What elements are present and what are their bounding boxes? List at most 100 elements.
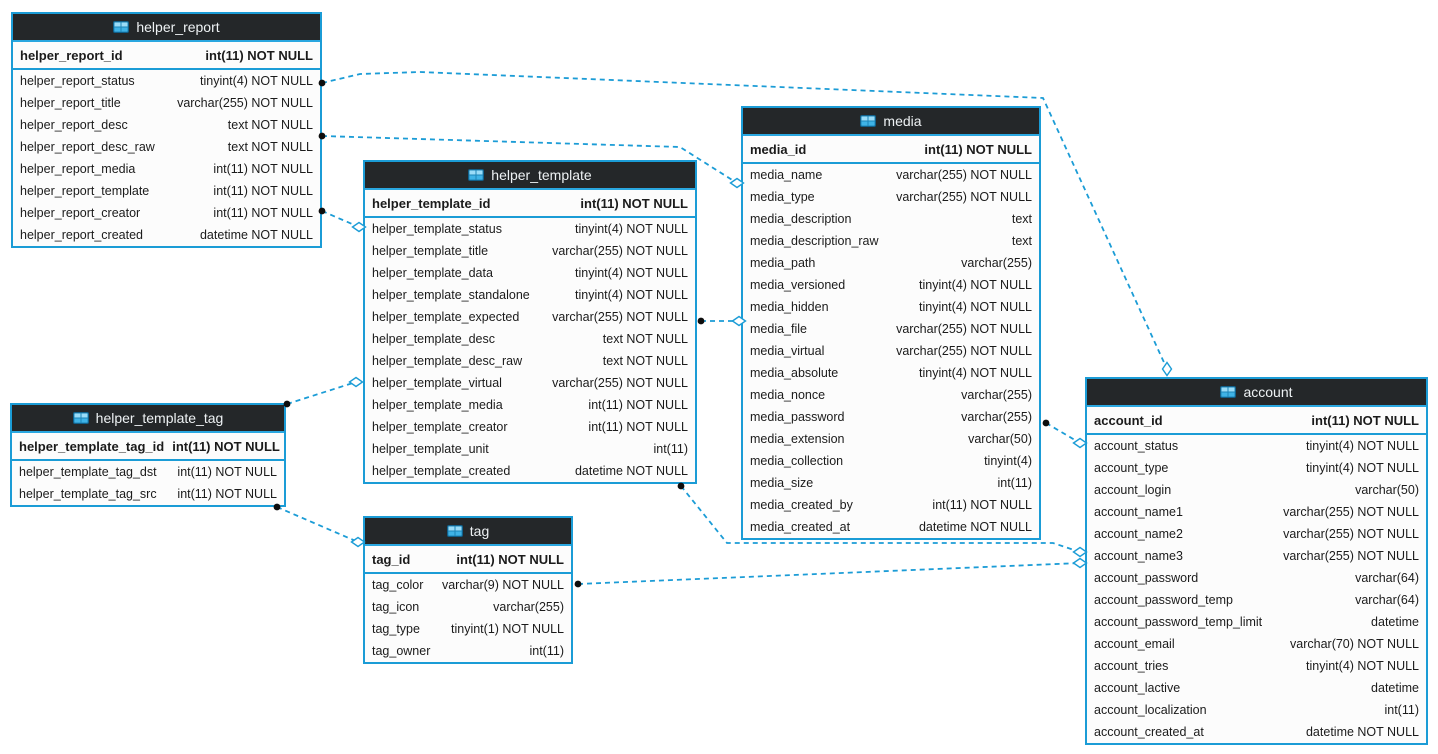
relationship-media-to-account[interactable] [1042, 419, 1088, 449]
column-name: helper_template_id [372, 195, 491, 211]
relationship-helper_template-to-media[interactable] [697, 315, 747, 327]
relationship-dot-endpoint [574, 580, 582, 588]
column-name: helper_template_status [372, 222, 502, 236]
column-type: varchar(255) [961, 256, 1032, 270]
table-title: helper_report [136, 19, 220, 35]
column-type: int(11) NOT NULL [580, 195, 688, 211]
column-name: tag_type [372, 622, 420, 636]
relationship-tag-to-account[interactable] [574, 557, 1088, 588]
column-type: tinyint(4) NOT NULL [575, 288, 688, 302]
relationship-dot-endpoint [697, 317, 705, 325]
column-name: media_name [750, 168, 823, 182]
column-type: datetime [1371, 615, 1419, 629]
table-grid-icon [72, 412, 89, 424]
column-type: int(11) NOT NULL [924, 141, 1032, 157]
table-header-account[interactable]: account [1087, 379, 1426, 407]
column-name: media_size [750, 476, 814, 490]
column-type: tinyint(4) [984, 454, 1032, 468]
column-type: varchar(255) [493, 600, 564, 614]
column-type: int(11) NOT NULL [172, 438, 280, 454]
column-name: media_path [750, 256, 816, 270]
table-header-media[interactable]: media [743, 108, 1039, 136]
column-type: tinyint(4) NOT NULL [919, 300, 1032, 314]
column-name: media_created_at [750, 520, 851, 534]
column-type: datetime NOT NULL [574, 464, 688, 478]
column-row-helper_template_tag_src: helper_template_tag_src int(11) NOT NULL [12, 483, 284, 505]
column-type: int(11) NOT NULL [177, 487, 277, 501]
column-name: account_name1 [1094, 505, 1183, 519]
column-name: helper_template_unit [372, 442, 489, 456]
column-type: datetime [1371, 681, 1419, 695]
column-type: varchar(255) NOT NULL [1283, 549, 1419, 563]
column-name: media_virtual [750, 344, 825, 358]
column-name: account_created_at [1094, 725, 1204, 739]
relationship-helper_template_tag-to-helper_template[interactable] [283, 376, 364, 408]
relationship-helper_report-to-helper_template[interactable] [318, 207, 367, 233]
column-type: varchar(255) NOT NULL [552, 376, 688, 390]
column-type: int(11) NOT NULL [213, 162, 313, 176]
table-header-helper_report[interactable]: helper_report [13, 14, 320, 42]
table-title: helper_template_tag [95, 410, 224, 426]
table-title: helper_template [491, 167, 592, 183]
table-header-tag[interactable]: tag [365, 518, 571, 546]
column-name: helper_report_id [20, 47, 123, 63]
column-type: int(11) NOT NULL [588, 398, 688, 412]
column-name: helper_template_expected [372, 310, 520, 324]
column-type: int(11) NOT NULL [932, 498, 1032, 512]
column-type: varchar(255) [961, 410, 1032, 424]
column-name: media_type [750, 190, 815, 204]
column-type: text NOT NULL [227, 118, 313, 132]
column-name: media_password [750, 410, 845, 424]
table-header-helper_template_tag[interactable]: helper_template_tag [12, 405, 284, 433]
column-type: tinyint(4) NOT NULL [919, 366, 1032, 380]
column-type: varchar(255) NOT NULL [552, 310, 688, 324]
column-type: int(11) NOT NULL [205, 47, 313, 63]
table-header-helper_template[interactable]: helper_template [365, 162, 695, 190]
table-helper_report[interactable]: helper_report helper_report_id int(11) NOT… [11, 12, 322, 248]
column-type: varchar(255) NOT NULL [1283, 527, 1419, 541]
column-name: helper_report_template [20, 184, 150, 198]
column-name: tag_icon [372, 600, 420, 614]
column-type: varchar(255) NOT NULL [177, 96, 313, 110]
table-grid-icon [446, 525, 463, 537]
column-name: media_description_raw [750, 234, 879, 248]
column-type: tinyint(4) NOT NULL [200, 74, 313, 88]
column-name: media_file [750, 322, 807, 336]
column-name: helper_template_tag_src [19, 487, 157, 501]
relationship-helper_template_tag-to-tag[interactable] [273, 503, 366, 548]
column-name: helper_template_standalone [372, 288, 530, 302]
column-name: helper_template_title [372, 244, 489, 258]
column-name: tag_id [372, 551, 411, 567]
column-row-helper_template_standalone: helper_template_standalone tinyint(4) NOT… [365, 284, 695, 306]
column-name: account_login [1094, 483, 1172, 497]
